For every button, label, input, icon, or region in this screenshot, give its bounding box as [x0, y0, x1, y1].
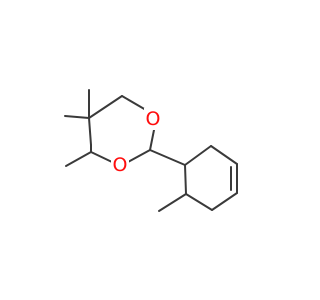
bond-ring-top [88, 95, 123, 119]
bond-ring-top-left [88, 117, 92, 146]
bond-ring-top-right-o [121, 95, 147, 111]
bond-cyclohexene-2 [210, 145, 238, 165]
oxygen-atom-bottom: O [111, 154, 129, 176]
bond-layer [64, 89, 238, 212]
bond-methyl-upper-2 [64, 115, 90, 119]
oxygen-label: O [113, 154, 128, 176]
bond-methyl-lower [65, 151, 92, 167]
bond-cyclohexene-4 [211, 192, 238, 211]
bond-cyclohexene-6 [184, 164, 187, 195]
oxygen-label-mask [144, 108, 162, 130]
bond-acetal-to-cyclohexene [149, 149, 186, 166]
atom-label-layer: O O [111, 108, 162, 176]
bond-methyl-cyclohexene [158, 193, 187, 212]
oxygen-atom-top: O [144, 108, 162, 130]
bond-ring-right-o [149, 129, 155, 151]
bond-cyclohexene-1 [184, 145, 212, 166]
bond-ring-bottom-right-o [127, 149, 151, 163]
bond-cyclohexene-5 [185, 193, 213, 211]
molecule-structure: O O [64, 89, 238, 212]
oxygen-label: O [146, 108, 161, 130]
bond-ring-bottom-left-o [90, 151, 113, 163]
oxygen-label-mask [111, 154, 129, 176]
